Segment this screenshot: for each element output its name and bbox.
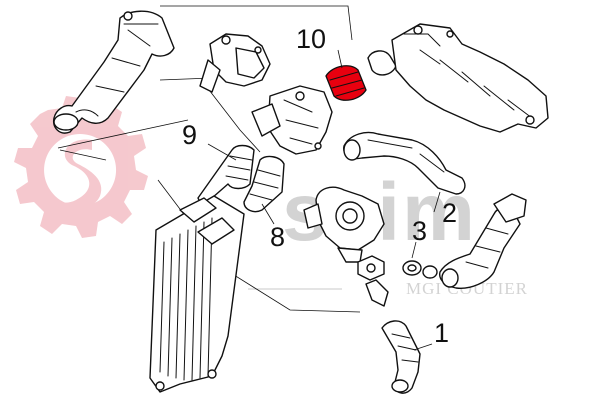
air-duct-part: [53, 10, 175, 134]
watermark-gear-icon: [14, 96, 148, 238]
gasket-part: [357, 255, 385, 281]
callout-1: 1: [434, 318, 449, 348]
egr-valve-part: [251, 85, 333, 155]
intake-manifold-part: [367, 23, 549, 133]
part-3-clamp: [402, 260, 438, 279]
intercooler-part: [149, 195, 245, 393]
callout-3: 3: [412, 216, 427, 246]
part-1-hose: [365, 279, 421, 394]
watermark-s-shape: [52, 139, 102, 210]
callout-labels: 10 9 8 2 3 1: [182, 24, 457, 348]
right-hose-part: [439, 193, 527, 289]
part-8-sleeve: [243, 155, 285, 213]
thermostat-housing-part: [199, 33, 271, 93]
callout-10: 10: [296, 24, 326, 54]
turbocharger-part: [303, 186, 385, 263]
callout-9: 9: [182, 120, 197, 150]
callout-leaders: [207, 49, 441, 351]
callout-2: 2: [442, 198, 457, 228]
callout-8: 8: [270, 222, 285, 252]
part-2-pipe: [343, 131, 466, 195]
part-10-hose: [325, 65, 367, 101]
part-10-body: [325, 65, 367, 101]
